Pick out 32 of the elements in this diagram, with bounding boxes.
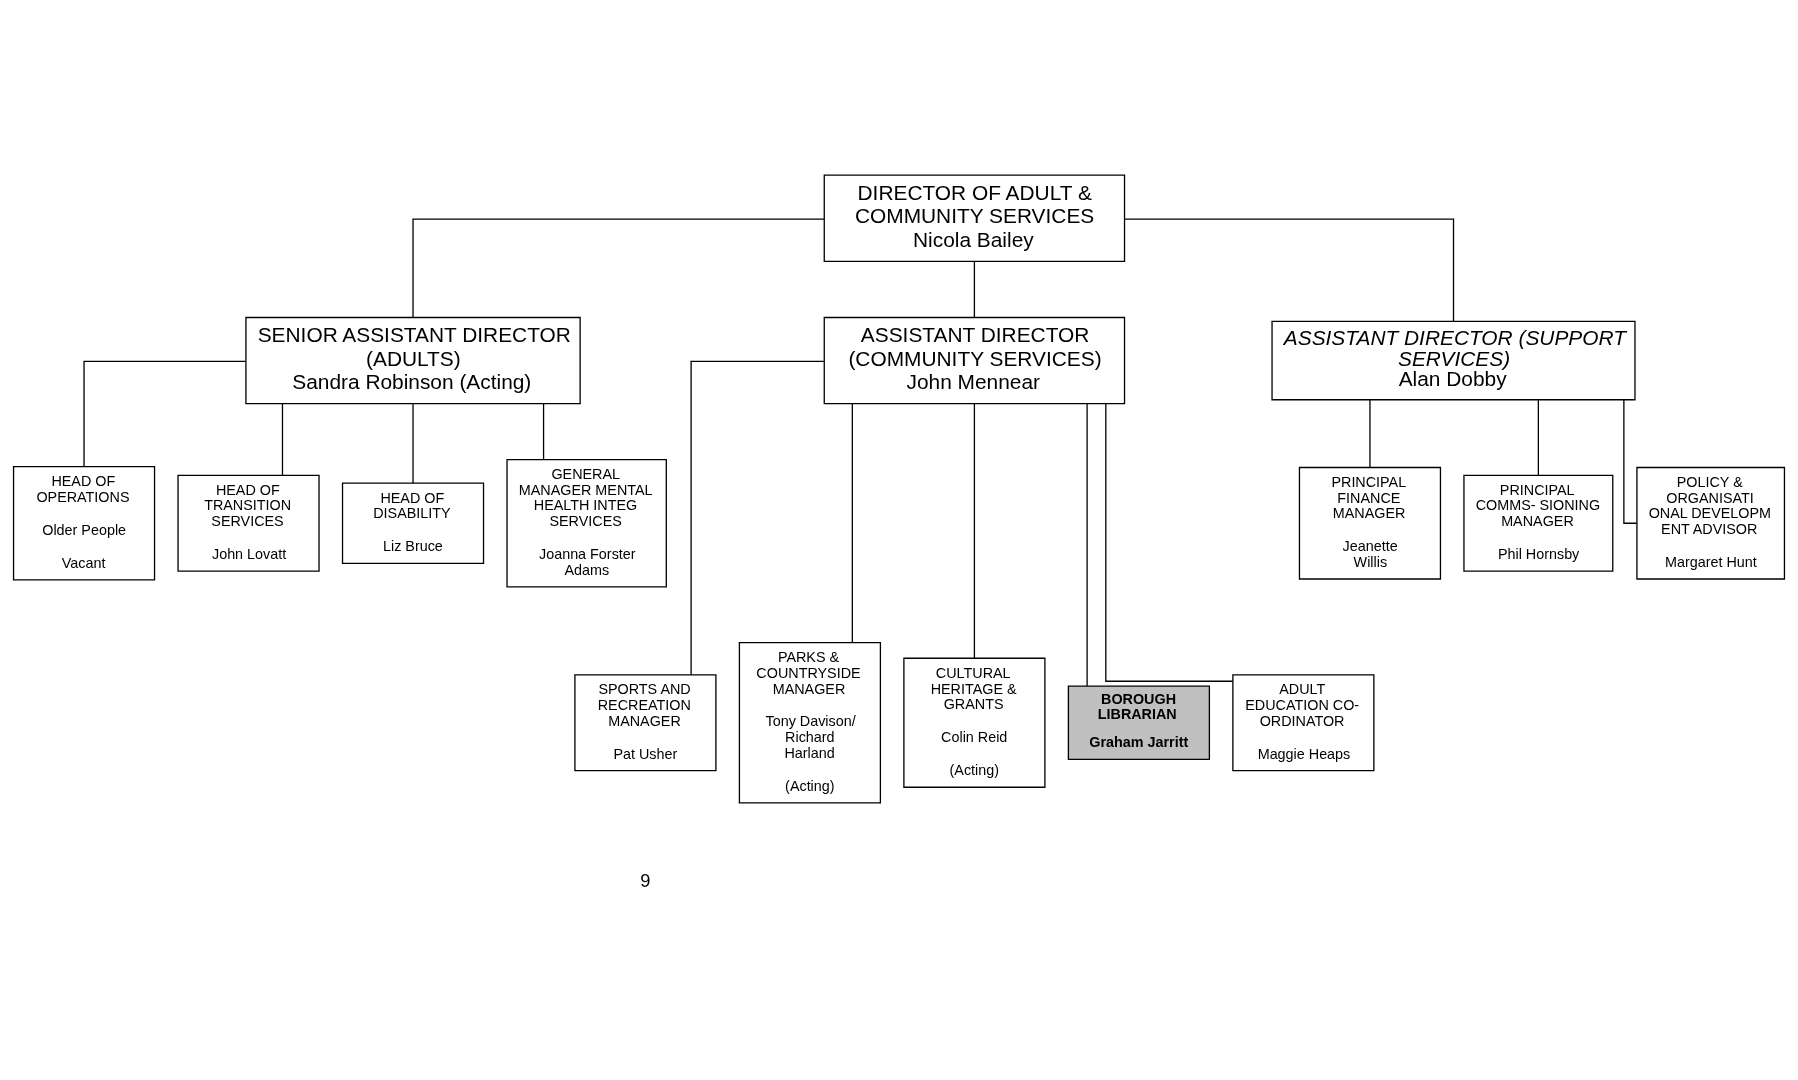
node-box: CULTURAL HERITAGE & GRANTS Colin Reid (Acting) — [903, 657, 1046, 788]
node-box: POLICY & ORGANISATI ONAL DEVELOPM ENT ADVISOR Margaret Hunt — [1636, 466, 1786, 580]
node-box: ASSISTANT DIRECTOR (COMMUNITY SERVICES) John Mennear — [823, 316, 1126, 404]
node-box: ASSISTANT DIRECTOR (SUPPORT SERVICES) Alan Dobby — [1271, 320, 1636, 400]
connector — [1369, 398, 1371, 468]
connector — [690, 360, 825, 675]
connector — [83, 360, 247, 467]
connector — [1105, 402, 1234, 682]
connector — [412, 402, 414, 484]
node-box: DIRECTOR OF ADULT & COMMUNITY SERVICES Nicola Bailey — [823, 174, 1126, 262]
connector — [973, 402, 976, 659]
connector — [281, 402, 284, 476]
node-box: GENERAL MANAGER MENTAL HEALTH INTEG SERVICES Joanna Forster Adams — [506, 458, 667, 587]
node-box: SENIOR ASSISTANT DIRECTOR (ADULTS) Sandra Robinson (Acting) — [245, 316, 581, 404]
node-box: HEAD OF OPERATIONS Older People Vacant — [12, 465, 156, 581]
node-box: BOROUGH LIBRARIAN Graham Jarritt — [1067, 685, 1211, 760]
label: 9 — [640, 869, 651, 891]
connector — [412, 217, 825, 318]
connector — [851, 402, 853, 643]
connector — [1537, 398, 1540, 476]
node-box: PARKS & COUNTRYSIDE MANAGER Tony Davison/ Richard Harland (Acting) — [738, 641, 882, 804]
connector — [1124, 217, 1455, 322]
node-box: HEAD OF TRANSITION SERVICES John Lovatt — [177, 474, 320, 572]
connector — [973, 260, 976, 318]
connector — [1623, 398, 1638, 524]
node-box: HEAD OF DISABILITY Liz Bruce — [341, 482, 485, 564]
connector — [542, 402, 545, 460]
node-box: PRINCIPAL FINANCE MANAGER Jeanette Willis — [1298, 466, 1442, 580]
node-box: PRINCIPAL COMMS- SIONING MANAGER Phil Hornsby — [1463, 474, 1614, 572]
connector — [1086, 402, 1088, 687]
node-box: SPORTS AND RECREATION MANAGER Pat Usher — [574, 673, 717, 771]
node-box: ADULT EDUCATION CO-ORDINATOR Maggie Heaps — [1232, 673, 1375, 771]
